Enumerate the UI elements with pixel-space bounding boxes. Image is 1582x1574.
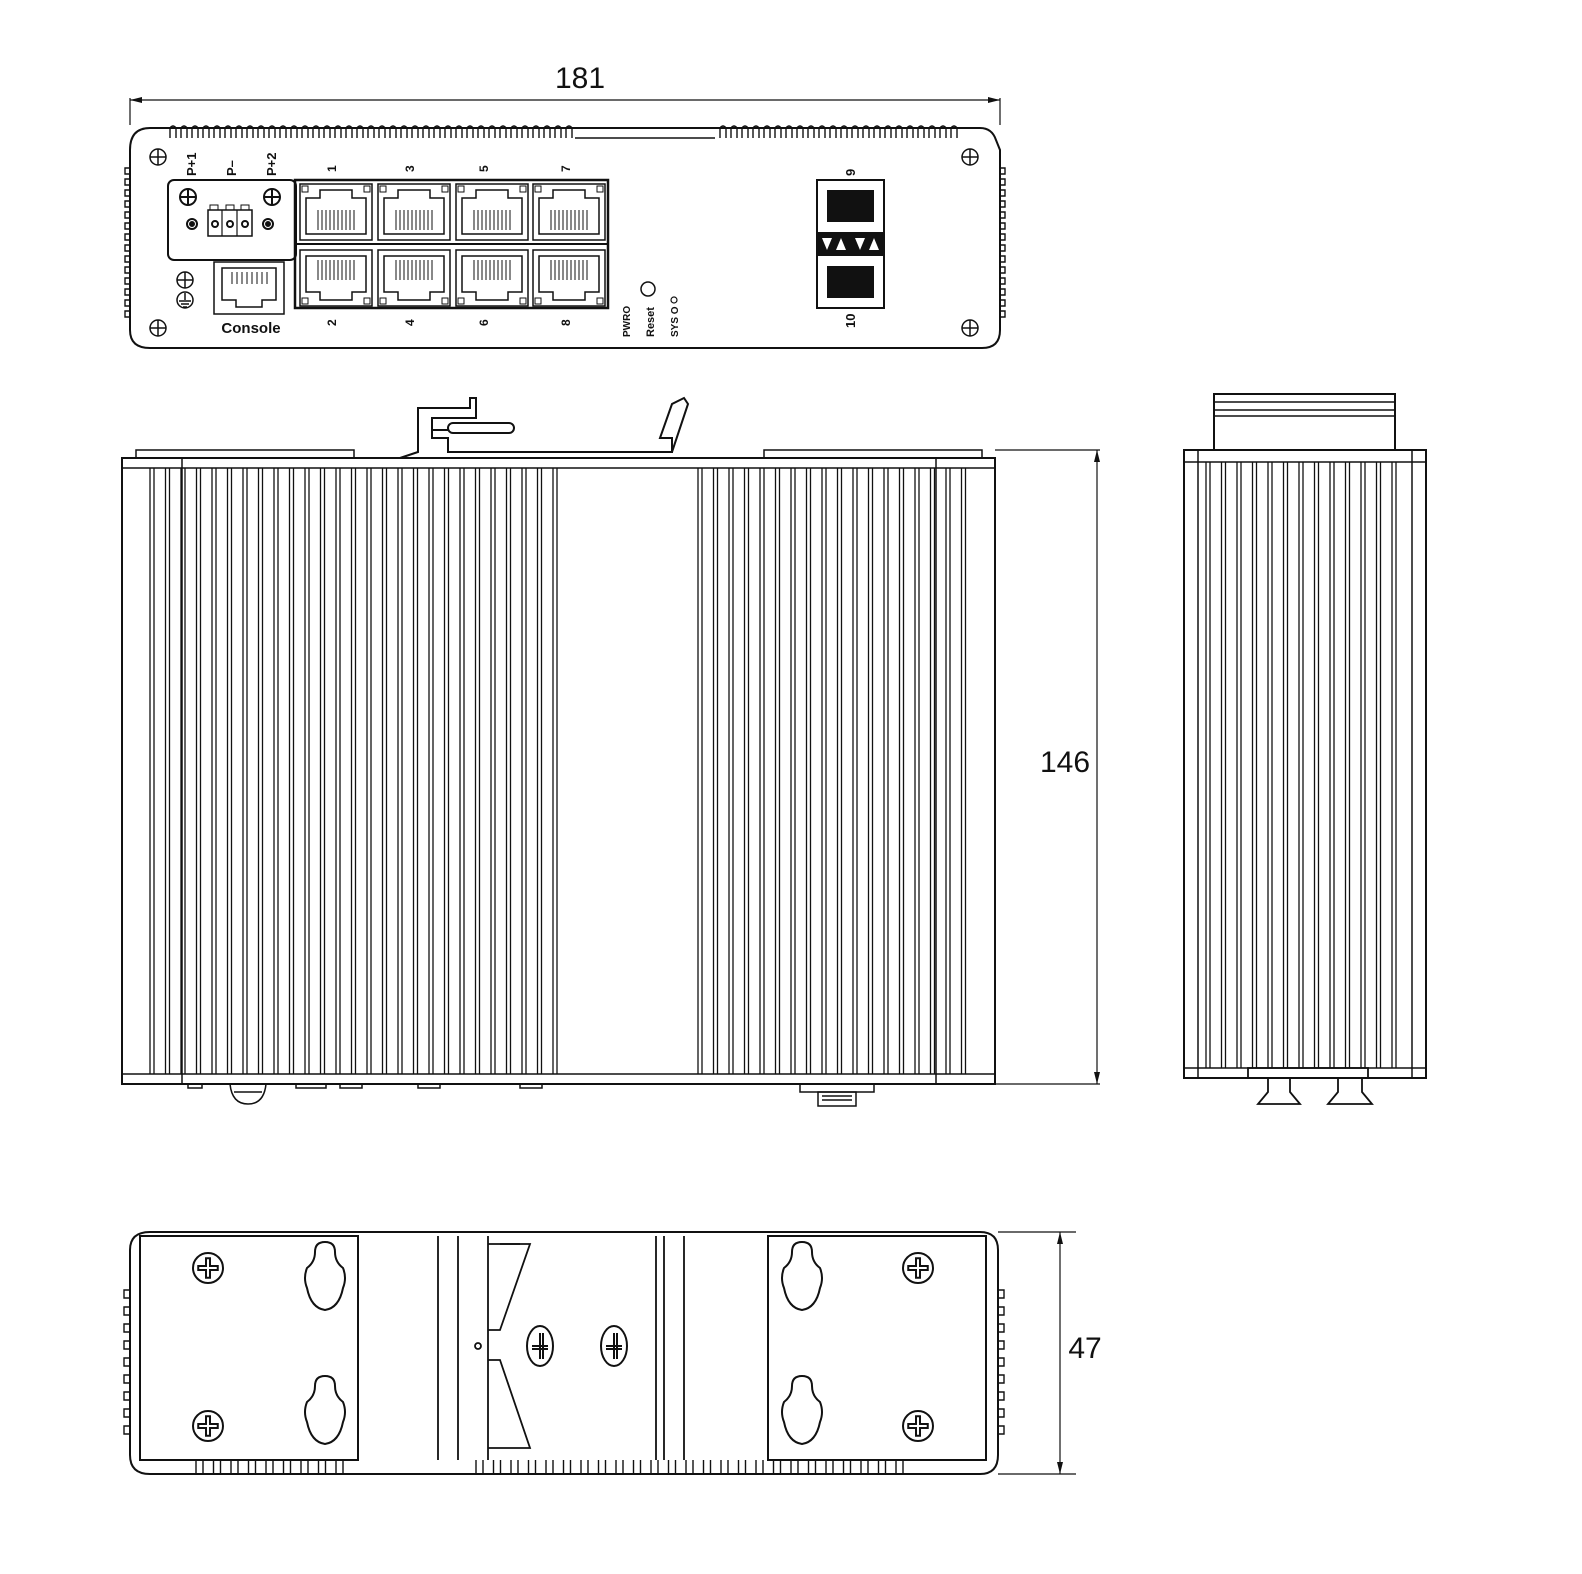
keyhole-slot-icon	[781, 1240, 823, 1312]
sfp-port-label-9: 9	[843, 169, 858, 176]
sys-led-icon	[670, 296, 678, 304]
rj45-port-label-top: 3	[403, 165, 417, 172]
rj45-port-label-top: 5	[477, 165, 491, 172]
width-dimension: 181	[129, 62, 1001, 125]
top-vent-teeth	[169, 125, 958, 138]
depth-dimension-label: 47	[1068, 1332, 1101, 1365]
side-view: 146	[121, 396, 1100, 1107]
pwr-led-label: PWRO	[622, 306, 633, 337]
rj45-port-icon	[532, 249, 606, 307]
end-bottom-connectors	[1247, 1067, 1374, 1105]
screw-icon	[526, 1325, 554, 1367]
power-terminal-block	[167, 179, 297, 261]
rj45-port-block	[293, 178, 610, 310]
top-view-vent-teeth	[123, 1289, 1005, 1475]
mounting-screws	[192, 1252, 934, 1442]
sfp-port-label-10: 10	[843, 314, 858, 328]
rj45-port-icon	[455, 249, 529, 307]
top-view: 47	[123, 1231, 1102, 1475]
end-view	[1183, 393, 1427, 1105]
sys-led-label: SYS O	[670, 306, 681, 337]
din-rail-clip	[399, 396, 690, 459]
rj45-port-label-top: 7	[559, 165, 573, 172]
console-port	[213, 261, 285, 315]
rj45-port-label-bottom: 8	[559, 319, 573, 326]
heat-sink-fins	[149, 458, 967, 1084]
height-dimension-label: 146	[1040, 746, 1090, 779]
width-dimension-label: 181	[555, 62, 605, 95]
keyhole-slot-icon	[304, 1240, 346, 1312]
front-view: 181 P+1 P– P+2	[124, 62, 1006, 349]
rj45-port-label-bottom: 6	[477, 319, 491, 326]
ground-symbol-icon	[176, 271, 194, 309]
front-panel-outline	[129, 127, 1001, 349]
reset-label: Reset	[645, 307, 657, 337]
end-body-outline	[1183, 449, 1427, 1079]
front-corner-screws	[149, 148, 979, 337]
end-fins	[1197, 450, 1413, 1078]
status-indicators	[640, 281, 678, 304]
screw-icon	[902, 1410, 934, 1442]
keyhole-slot-icon	[781, 1374, 823, 1446]
console-label: Console	[221, 320, 280, 337]
din-rail-center	[437, 1236, 685, 1460]
top-view-outline	[129, 1231, 999, 1475]
rj45-port-icon	[455, 183, 529, 241]
power-label-p1: P+1	[184, 153, 199, 177]
side-body-outline	[121, 457, 996, 1085]
keyhole-slot-icon	[304, 1374, 346, 1446]
side-bottom-details	[182, 1083, 875, 1107]
screw-icon	[902, 1252, 934, 1284]
rj45-port-icon	[299, 183, 373, 241]
rj45-port-label-bottom: 4	[403, 319, 417, 326]
rj45-port-label-top: 1	[325, 165, 339, 172]
screw-icon	[192, 1252, 224, 1284]
rj45-port-icon	[377, 249, 451, 307]
rj45-port-icon	[377, 183, 451, 241]
power-label-p2: P+2	[264, 153, 279, 177]
depth-dimension: 47	[998, 1231, 1102, 1475]
screw-icon	[600, 1325, 628, 1367]
power-label-pminus: P–	[224, 160, 239, 176]
side-vent-teeth	[124, 167, 1006, 318]
keyhole-slots	[304, 1240, 823, 1446]
rj45-port-icon	[532, 183, 606, 241]
rj45-port-label-bottom: 2	[325, 319, 339, 326]
reset-button-icon	[640, 281, 656, 297]
rj45-port-icon	[299, 249, 373, 307]
screw-icon	[192, 1410, 224, 1442]
height-dimension: 146	[995, 449, 1100, 1085]
sfp-port-block	[816, 179, 885, 309]
